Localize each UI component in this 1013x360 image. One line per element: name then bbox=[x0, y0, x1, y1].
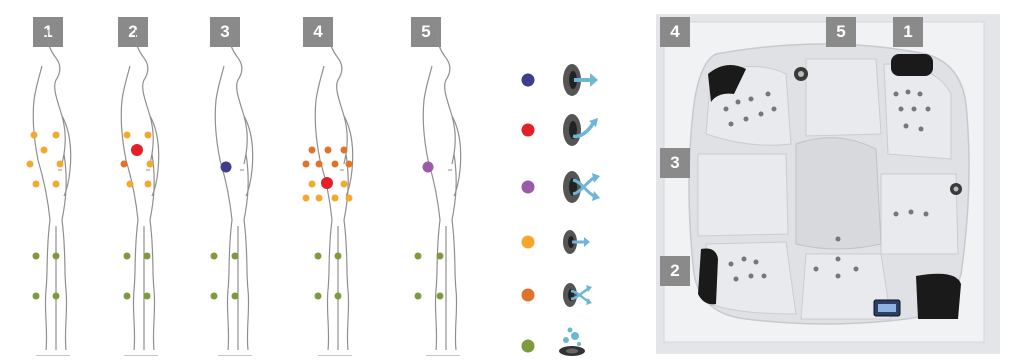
jet-point bbox=[211, 293, 218, 300]
tub-seat-2-badge: 2 bbox=[660, 256, 690, 286]
hot-tub-top-view bbox=[656, 14, 1000, 354]
jet-point bbox=[232, 253, 239, 260]
jet-point bbox=[316, 161, 323, 168]
jet-point bbox=[124, 132, 131, 139]
red-dot bbox=[522, 124, 535, 137]
jet-point bbox=[33, 253, 40, 260]
jet-point bbox=[145, 181, 152, 188]
purple-dot bbox=[522, 181, 535, 194]
jet-point bbox=[315, 293, 322, 300]
navy-dot bbox=[522, 74, 535, 87]
small-split-jet-icon bbox=[563, 283, 592, 307]
small-straight-jet-icon bbox=[563, 230, 590, 254]
jet-point bbox=[57, 161, 64, 168]
tub-seat-1-badge: 1 bbox=[893, 17, 923, 47]
jet-point bbox=[31, 132, 38, 139]
jet-point bbox=[332, 161, 339, 168]
figure-3 bbox=[211, 30, 253, 356]
jet-point bbox=[144, 293, 151, 300]
jet-point bbox=[53, 181, 60, 188]
jet-point bbox=[124, 293, 131, 300]
tub-seat-4-badge: 4 bbox=[660, 17, 690, 47]
jet-point bbox=[437, 293, 444, 300]
tub-seat-3-badge: 3 bbox=[660, 148, 690, 178]
jet-point bbox=[423, 162, 434, 173]
jet-point bbox=[316, 195, 323, 202]
jet-point bbox=[232, 293, 239, 300]
jet-point bbox=[33, 181, 40, 188]
jet-point bbox=[341, 147, 348, 154]
jet-point bbox=[321, 177, 333, 189]
jet-point bbox=[303, 195, 310, 202]
crossing-arrows-jet-icon bbox=[563, 171, 600, 203]
jet-point bbox=[437, 253, 444, 260]
body-figures bbox=[0, 0, 500, 356]
headrest bbox=[916, 274, 961, 319]
jet-point bbox=[27, 161, 34, 168]
figure-2 bbox=[121, 30, 159, 356]
green-dot bbox=[522, 340, 535, 353]
jet-point bbox=[415, 253, 422, 260]
jet-point bbox=[309, 181, 316, 188]
orange-dot bbox=[522, 289, 535, 302]
jet-point bbox=[315, 253, 322, 260]
jet-point bbox=[341, 181, 348, 188]
jet-point bbox=[33, 293, 40, 300]
figure-5 bbox=[415, 30, 461, 356]
figure-4 bbox=[303, 30, 353, 356]
jet-point bbox=[309, 147, 316, 154]
curved-arrow-jet-icon bbox=[563, 114, 598, 146]
headrest bbox=[698, 248, 718, 304]
jet-point bbox=[145, 132, 152, 139]
jet-point bbox=[211, 253, 218, 260]
jet-point bbox=[41, 147, 48, 154]
jet-point bbox=[124, 253, 131, 260]
jet-point bbox=[335, 293, 342, 300]
headrest bbox=[891, 54, 933, 76]
jet-point bbox=[335, 253, 342, 260]
jet-point bbox=[121, 161, 128, 168]
jet-legend bbox=[510, 60, 620, 360]
jet-point bbox=[144, 253, 151, 260]
jet-point bbox=[346, 195, 353, 202]
jet-point bbox=[127, 181, 134, 188]
jet-point bbox=[415, 293, 422, 300]
bubble-air-jet-icon bbox=[559, 328, 585, 357]
jet-point bbox=[53, 253, 60, 260]
yellow-dot bbox=[522, 236, 535, 249]
jet-point bbox=[332, 195, 339, 202]
jet-point bbox=[147, 161, 154, 168]
jet-point bbox=[53, 132, 60, 139]
jet-point bbox=[303, 161, 310, 168]
jet-point bbox=[346, 161, 353, 168]
figure-1 bbox=[27, 30, 71, 356]
tub-seat-5-badge: 5 bbox=[826, 17, 856, 47]
jet-point bbox=[131, 144, 143, 156]
jet-point bbox=[325, 147, 332, 154]
jet-point bbox=[53, 293, 60, 300]
jet-point bbox=[221, 162, 232, 173]
straight-arrow-jet-icon bbox=[563, 64, 598, 96]
